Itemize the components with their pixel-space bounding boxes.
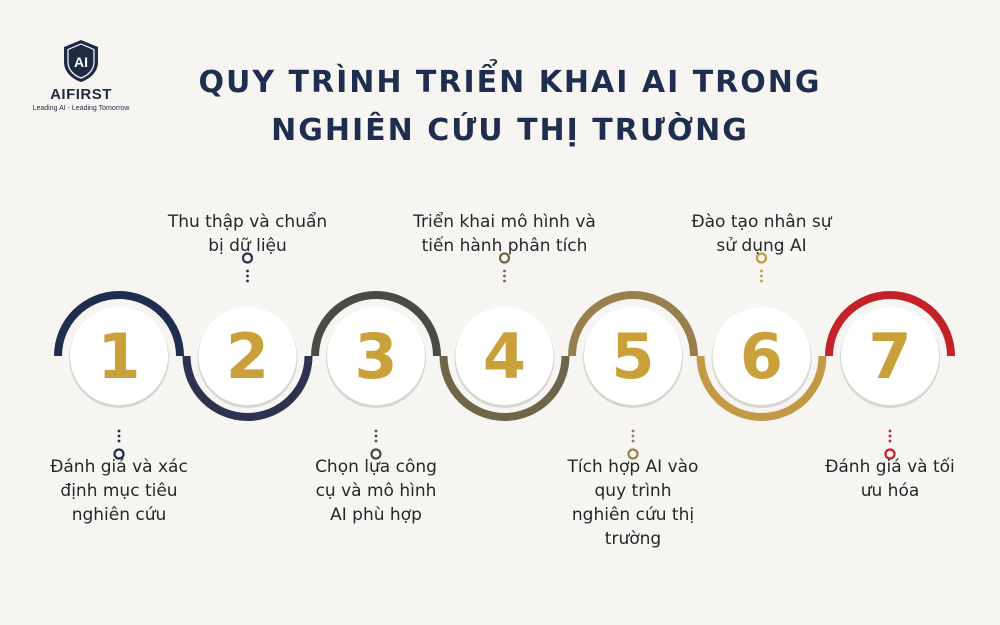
step-label-line: ưu hóa	[860, 481, 920, 501]
step-6-label: Đào tạo nhân sự sử dụng AI	[662, 210, 862, 258]
step-2-circle	[198, 307, 297, 405]
step-label-line: Thu thập và chuẩn	[167, 212, 328, 232]
step-2-connector-dot	[246, 274, 249, 278]
step-3-label: Chọn lựa công cụ và mô hình AI phù hợp	[276, 455, 476, 527]
step-label-line: tiến hành phân tích	[421, 236, 588, 256]
step-7-connector-dot	[888, 439, 892, 443]
step-6-connector-dot	[760, 274, 763, 278]
brand-tagline: Leading AI - Leading Tomorrow	[32, 105, 130, 112]
step-5-circle	[584, 307, 682, 405]
step-3-number: 3	[354, 320, 397, 393]
step-6-connector-dot	[760, 269, 763, 273]
step-2-connector-dot	[246, 279, 249, 283]
brand-logo: AI AIFIRST Leading AI - Leading Tomorrow	[26, 38, 136, 112]
step-4-connector-dot	[503, 279, 506, 283]
step-label-line: định mục tiêu	[60, 481, 178, 501]
step-label-line: nghiên cứu thị	[571, 505, 695, 525]
step-4-connector-dot	[503, 269, 506, 273]
step-label-line: Đào tạo nhân sự	[691, 212, 832, 232]
step-1-connector-dot	[117, 434, 121, 438]
logo-mark: AI	[74, 54, 88, 70]
step-6-number: 6	[740, 320, 783, 393]
step-5-label: Tích hợp AI vào quy trình nghiên cứu thị tr…	[533, 455, 733, 551]
brand-name: AIFIRST	[50, 86, 112, 103]
step-label-line: cụ và mô hình	[315, 481, 437, 501]
step-4-connector-dot	[503, 274, 506, 278]
page-title-line-1: QUY TRÌNH TRIỂN KHAI AI TRONG	[198, 65, 822, 100]
step-label-line: Tích hợp AI vào	[567, 457, 699, 477]
step-label-line: Chọn lựa công	[315, 457, 437, 477]
step-7-connector-dot	[888, 434, 892, 438]
step-3-circle	[327, 307, 425, 405]
step-4-circle	[455, 307, 554, 405]
step-6-circle	[712, 307, 811, 405]
step-label-line: Đánh giá và tối	[825, 457, 955, 477]
step-1-label: Đánh giá và xác định mục tiêu nghiên cứu	[19, 455, 219, 527]
step-3-connector-dot	[374, 429, 378, 433]
step-7-circle	[841, 307, 939, 405]
step-2-marker	[241, 252, 254, 264]
step-2-number: 2	[226, 320, 269, 393]
step-label-line: Triển khai mô hình và	[413, 212, 596, 232]
step-label-line: Đánh giá và xác	[50, 457, 188, 477]
step-label-line: quy trình	[594, 481, 672, 501]
step-1-connector-dot	[117, 429, 121, 433]
step-2-connector-dot	[246, 269, 249, 273]
step-label-line: AI phù hợp	[330, 505, 422, 525]
page-title-line-2: NGHIÊN CỨU THỊ TRƯỜNG	[271, 113, 749, 148]
step-label-line: sử dụng AI	[716, 236, 807, 256]
step-1-connector-dot	[117, 439, 121, 443]
step-5-number: 5	[611, 320, 654, 393]
step-6-connector-dot	[760, 279, 763, 283]
step-4-marker	[498, 252, 511, 264]
step-label-line: nghiên cứu	[71, 505, 167, 525]
step-5-connector-dot	[631, 429, 635, 433]
step-5-marker	[627, 448, 639, 460]
step-6-marker	[755, 252, 768, 264]
step-1-circle	[70, 307, 168, 405]
step-3-connector-dot	[374, 439, 378, 443]
step-5-connector-dot	[631, 434, 635, 438]
step-4-number: 4	[483, 320, 526, 393]
step-5-connector-dot	[631, 439, 635, 443]
step-3-connector-dot	[374, 434, 378, 438]
step-4-label: Triển khai mô hình và tiến hành phân tích	[405, 210, 605, 258]
step-1-number: 1	[97, 320, 140, 393]
shield-icon: AI	[64, 40, 98, 82]
step-label-line: trường	[604, 529, 662, 549]
step-7-connector-dot	[888, 429, 892, 433]
step-3-marker	[370, 448, 382, 460]
step-7-label: Đánh giá và tối ưu hóa	[790, 455, 990, 503]
step-label-line: bị dữ liệu	[208, 236, 287, 256]
step-2-label: Thu thập và chuẩn bị dữ liệu	[148, 210, 348, 258]
step-1-marker	[113, 448, 125, 460]
step-7-marker	[884, 448, 896, 460]
step-7-number: 7	[868, 320, 911, 393]
